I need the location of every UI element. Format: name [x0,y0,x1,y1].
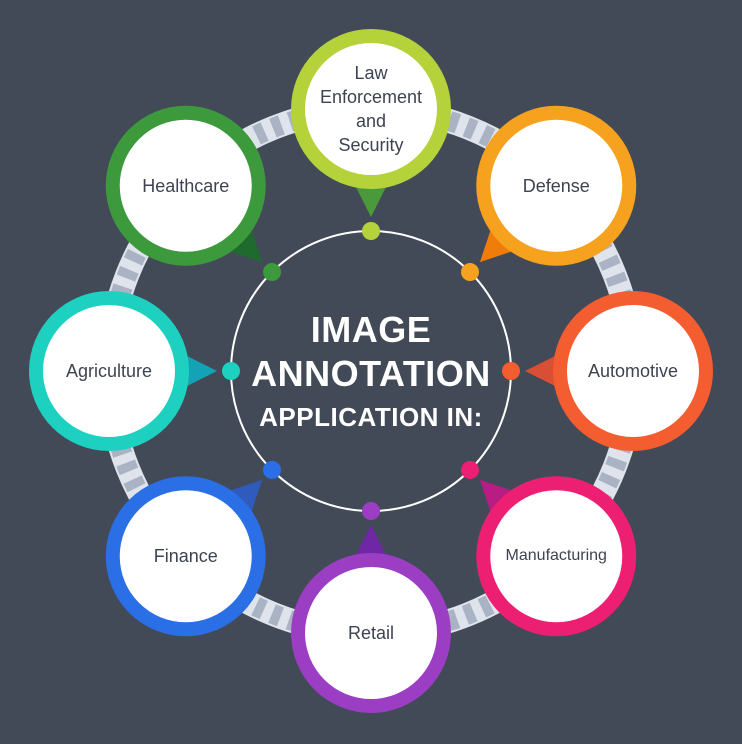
node-manufacturing-face [490,490,623,623]
application-nodes [29,29,713,713]
node-automotive-face [567,305,699,437]
center-dot [460,263,479,282]
node-retail-face [305,567,437,699]
center-dot [362,222,380,240]
center-dot [222,362,240,380]
center-dots [222,222,520,520]
node-law-face [305,43,437,175]
center-dot [263,460,282,479]
center-dot [263,263,282,282]
node-finance-face [119,490,252,623]
title-line-1: IMAGE [310,309,432,350]
node-agriculture-face [43,305,175,437]
node-defense-face [490,119,623,252]
title-line-2: ANNOTATION [251,353,491,394]
center-dot [502,362,520,380]
center-dot [362,502,380,520]
node-healthcare-face [119,119,252,252]
title-line-3: APPLICATION IN: [259,402,483,432]
center-dot [460,460,479,479]
